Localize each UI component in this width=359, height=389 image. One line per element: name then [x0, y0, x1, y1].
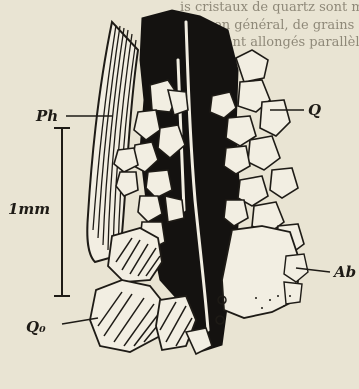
label-q0: Q₀ — [26, 318, 46, 336]
phyllite-band — [87, 22, 138, 262]
label-ph: Ph — [35, 107, 58, 125]
background-text-line-2: en général, de grains à contours irrégul… — [214, 18, 359, 33]
scale-bar — [54, 128, 70, 296]
lower-grain-outlines — [186, 328, 212, 354]
background-text-line-3: sont allongés parallèlement à la surface… — [218, 35, 359, 50]
label-ab: Ab — [332, 263, 356, 281]
scale-label: 1mm — [8, 200, 50, 218]
background-text-line-1: is cristaux de quartz sont moins allongé… — [180, 0, 359, 15]
label-q: Q — [308, 101, 321, 119]
